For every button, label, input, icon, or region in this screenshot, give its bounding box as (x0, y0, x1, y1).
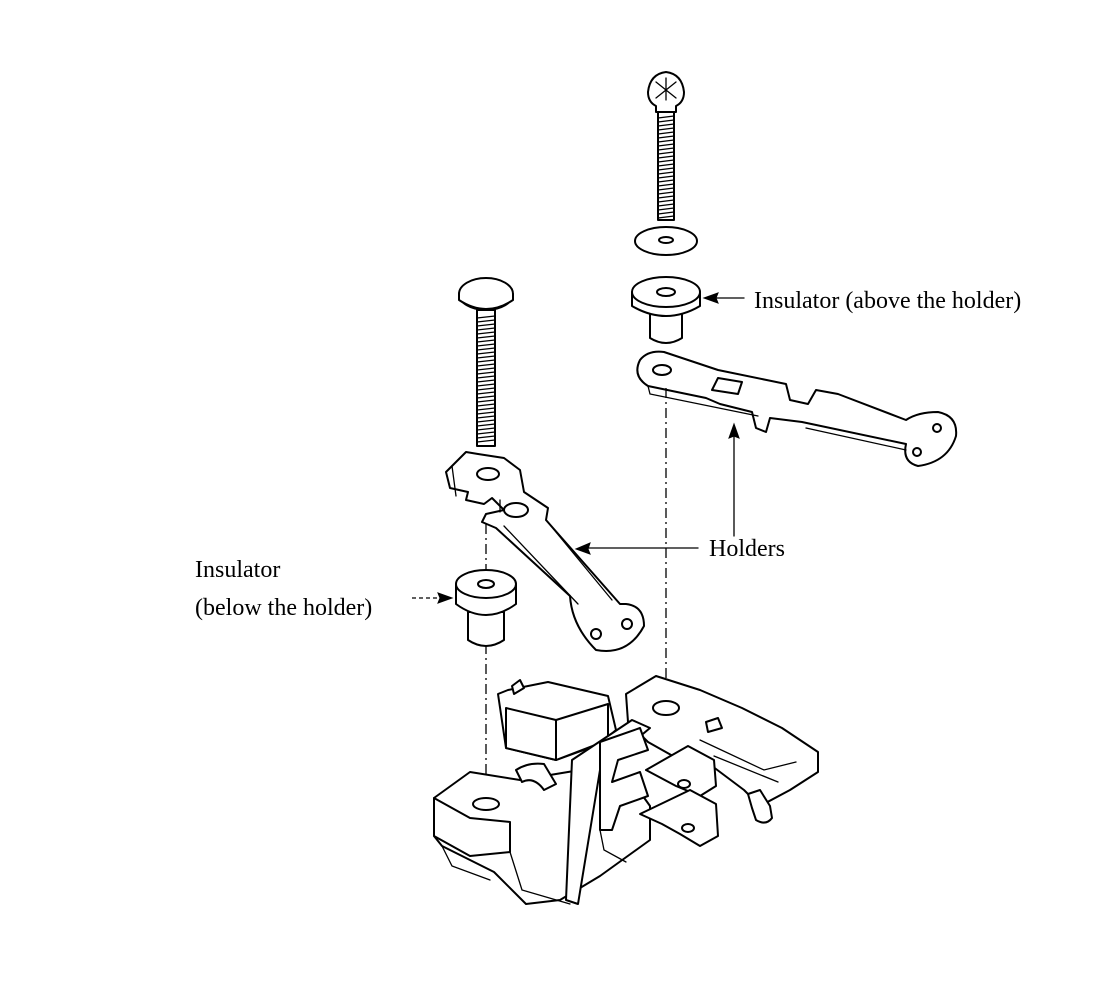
thread-line (476, 431, 496, 435)
thread-line (657, 207, 675, 211)
thread-line (476, 375, 496, 379)
thread-line (657, 183, 675, 187)
thread-line (657, 175, 675, 179)
thread-line (657, 159, 675, 163)
insulator-below-label-line2: (below the holder) (195, 595, 373, 621)
base-assembly (433, 675, 819, 905)
leader-insulator-above (702, 292, 745, 304)
right-washer (634, 226, 698, 256)
thread-line (657, 163, 675, 167)
thread-line (476, 407, 496, 411)
thread-line (476, 359, 496, 363)
thread-line (476, 395, 496, 399)
thread-line (476, 419, 496, 423)
right-holder (636, 350, 958, 467)
thread-line (476, 367, 496, 371)
thread-line (657, 139, 675, 143)
left-bolt (458, 277, 514, 447)
thread-line (657, 195, 675, 199)
thread-line (657, 131, 675, 135)
thread-line (476, 411, 496, 415)
thread-line (657, 143, 675, 147)
thread-line (657, 127, 675, 131)
thread-line (476, 371, 496, 375)
thread-line (476, 331, 496, 335)
thread-line (657, 203, 675, 207)
left-holder (445, 451, 645, 652)
thread-line (476, 399, 496, 403)
thread-line (657, 179, 675, 183)
thread-line (657, 211, 675, 215)
thread-line (476, 363, 496, 367)
thread-line (476, 327, 496, 331)
thread-line (476, 343, 496, 347)
thread-line (476, 379, 496, 383)
thread-line (476, 403, 496, 407)
thread-line (476, 435, 496, 439)
thread-line (476, 355, 496, 359)
insulator-above-label: Insulator (above the holder) (754, 288, 1022, 314)
thread-line (657, 115, 675, 119)
thread-line (476, 391, 496, 395)
leader-holders (574, 422, 740, 555)
thread-line (657, 147, 675, 151)
thread-line (657, 171, 675, 175)
thread-line (476, 439, 496, 443)
thread-line (657, 199, 675, 203)
thread-line (476, 347, 496, 351)
insulator-below-part (455, 569, 517, 647)
thread-line (476, 383, 496, 387)
thread-line (657, 119, 675, 123)
thread-line (657, 155, 675, 159)
leader-insulator-below (412, 592, 454, 604)
holders-label: Holders (709, 536, 785, 562)
thread-line (476, 323, 496, 327)
insulator-above-part (631, 276, 701, 344)
thread-line (657, 167, 675, 171)
thread-line (476, 423, 496, 427)
thread-line (476, 315, 496, 319)
thread-line (657, 123, 675, 127)
right-screw (647, 71, 685, 221)
thread-line (476, 427, 496, 431)
thread-line (476, 335, 496, 339)
thread-line (657, 215, 675, 219)
thread-line (657, 135, 675, 139)
thread-line (657, 191, 675, 195)
thread-line (657, 151, 675, 155)
thread-line (476, 387, 496, 391)
thread-line (476, 319, 496, 323)
thread-line (476, 351, 496, 355)
thread-line (476, 339, 496, 343)
thread-line (657, 187, 675, 191)
insulator-below-label-line1: Insulator (195, 557, 281, 583)
thread-line (476, 415, 496, 419)
